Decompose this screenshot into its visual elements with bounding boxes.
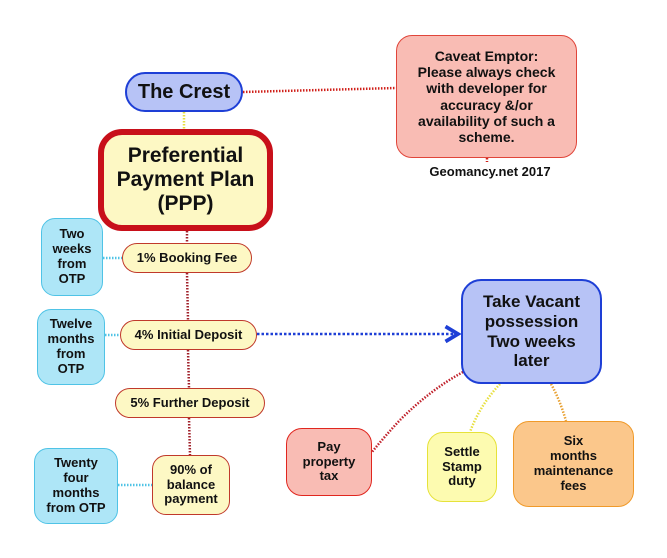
node-initial-deposit[interactable]: 4% Initial Deposit (120, 320, 257, 350)
credit-text: Geomancy.net 2017 (429, 164, 551, 179)
node-take-vacant-possession[interactable]: Take Vacant possession Two weeks later (461, 279, 602, 384)
node-settle-stamp-duty[interactable]: Settle Stamp duty (427, 432, 497, 502)
node-two-weeks-from-otp[interactable]: Two weeks from OTP (41, 218, 103, 296)
edge-vacant-maint (549, 383, 568, 422)
edge-fee4-fee5 (186, 349, 191, 389)
node-pay-property-tax[interactable]: Pay property tax (286, 428, 372, 496)
node-balance-payment[interactable]: 90% of balance payment (152, 455, 230, 515)
edge-crest-caveat (242, 86, 397, 94)
node-preferential-payment-plan[interactable]: Preferential Payment Plan (PPP) (98, 129, 273, 231)
edge-fee5-fee90 (187, 417, 192, 456)
edge-vacant-tax (371, 370, 464, 453)
node-further-deposit[interactable]: 5% Further Deposit (115, 388, 265, 418)
node-maintenance-fees[interactable]: Six months maintenance fees (513, 421, 634, 507)
edge-fee1-fee4 (185, 272, 190, 321)
node-the-crest[interactable]: The Crest (125, 72, 243, 112)
node-caveat-emptor[interactable]: Caveat Emptor: Please always check with … (396, 35, 577, 158)
node-twenty-four-months-from-otp[interactable]: Twenty four months from OTP (34, 448, 118, 524)
node-twelve-months-from-otp[interactable]: Twelve months from OTP (37, 309, 105, 385)
node-booking-fee[interactable]: 1% Booking Fee (122, 243, 252, 273)
edge-vacant-stamp (468, 383, 501, 433)
